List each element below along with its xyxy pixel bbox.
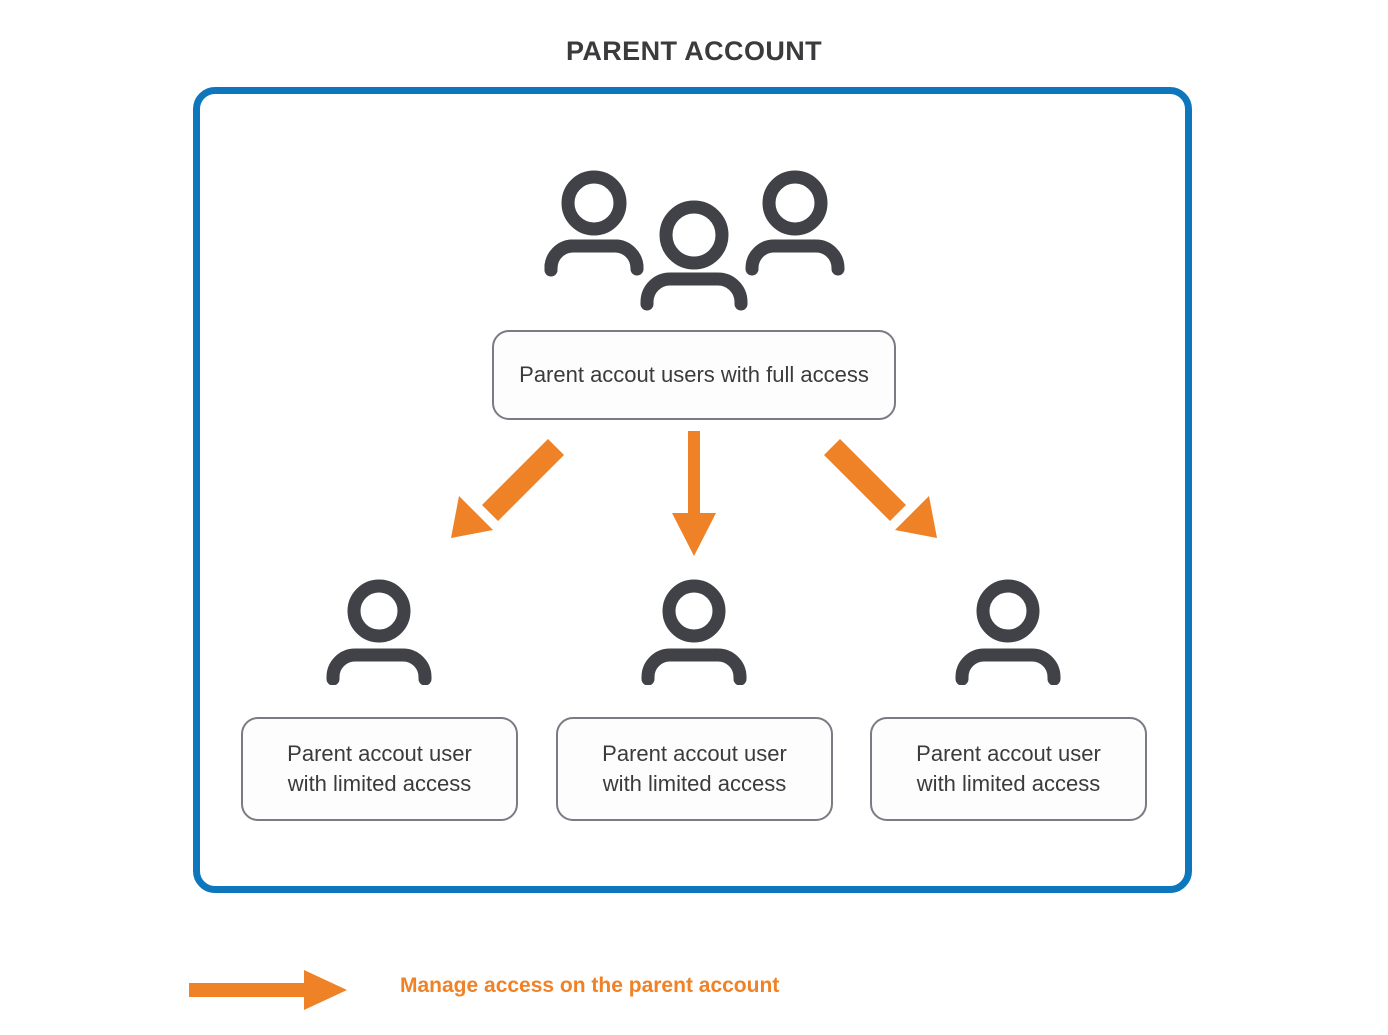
limited-access-line2-right: with limited access [916, 771, 1101, 796]
limited-access-box-left: Parent accout user with limited access [241, 717, 518, 821]
limited-access-box-middle: Parent accout user with limited access [556, 717, 833, 821]
legend: Manage access on the parent account [186, 962, 946, 1018]
person-icon-right-child [952, 579, 1064, 686]
limited-access-line2-left: with limited access [287, 771, 472, 796]
parent-users-full-access-label: Parent accout users with full access [519, 362, 869, 387]
person-icon-left-child [323, 579, 435, 686]
limited-access-box-right: Parent accout user with limited access [870, 717, 1147, 821]
limited-access-line2-middle: with limited access [602, 771, 787, 796]
three-people-icon [537, 163, 852, 313]
legend-label: Manage access on the parent account [400, 974, 780, 997]
limited-access-line1-middle: Parent accout user [602, 741, 787, 766]
person-icon-middle-child [638, 579, 750, 686]
limited-access-label-middle: Parent accout user with limited access [602, 739, 787, 799]
limited-access-label-left: Parent accout user with limited access [287, 739, 472, 799]
limited-access-line1-left: Parent accout user [287, 741, 472, 766]
limited-access-line1-right: Parent accout user [916, 741, 1101, 766]
page-title: PARENT ACCOUNT [565, 36, 823, 66]
parent-users-full-access-box: Parent accout users with full access [492, 330, 896, 420]
right-arrow-icon [189, 970, 347, 1010]
limited-access-label-right: Parent accout user with limited access [916, 739, 1101, 799]
